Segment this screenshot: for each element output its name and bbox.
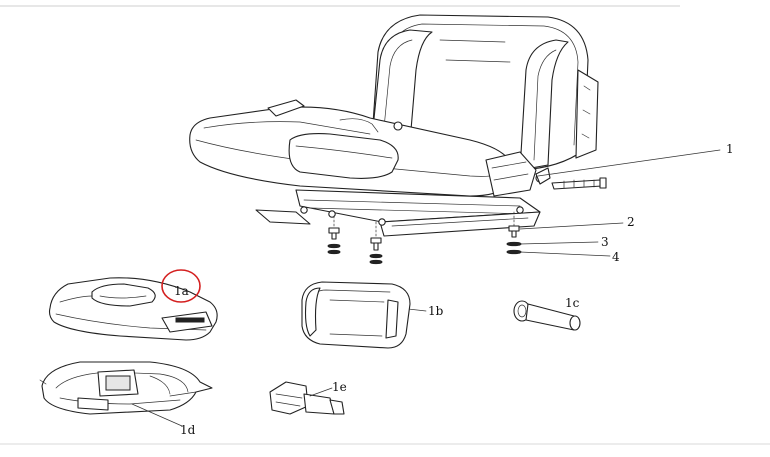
part-1d-swivel-base	[39, 361, 213, 427]
highlight-circle	[161, 269, 201, 303]
callout-1: 1	[726, 142, 734, 156]
callout-1b: 1b	[428, 304, 444, 318]
part-1b-backrest-cushion	[301, 281, 411, 349]
callout-3: 3	[601, 235, 609, 249]
callout-1a: 1a	[174, 284, 189, 298]
part-1a-seat-cushion	[48, 277, 218, 341]
mounting-fasteners	[327, 211, 522, 265]
part-1c-pin	[513, 300, 581, 331]
callout-2: 2	[627, 215, 635, 229]
callout-1c: 1c	[565, 296, 580, 310]
seat-assembly	[189, 14, 607, 237]
part-1e-lever	[269, 381, 345, 415]
callout-1e: 1e	[332, 380, 347, 394]
callout-1d: 1d	[180, 423, 196, 437]
callout-4: 4	[612, 250, 620, 264]
